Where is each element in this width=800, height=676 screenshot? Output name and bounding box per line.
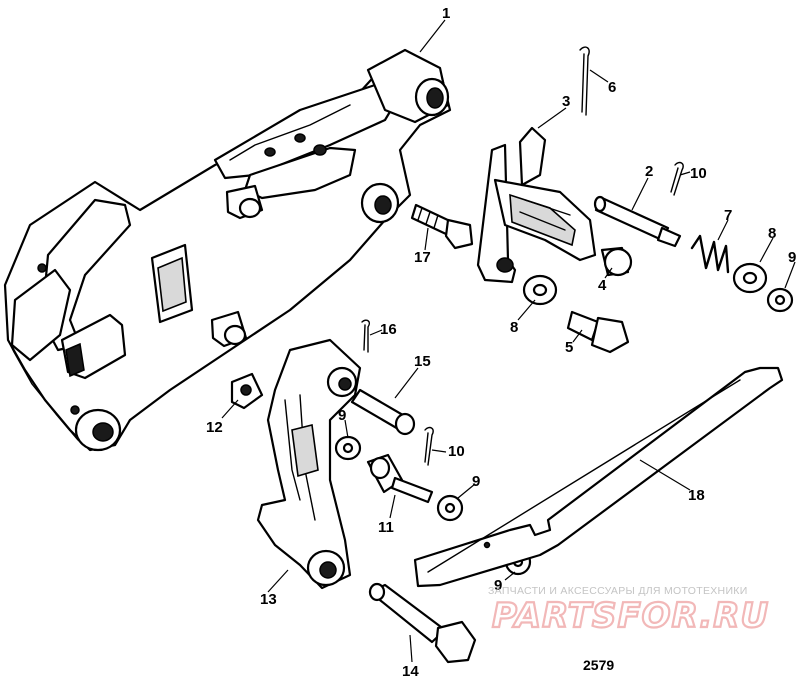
callout-15: 15 [414,353,431,370]
part-10-cotter-pin-upper [670,161,684,196]
part-8-washer-lower [522,274,558,306]
watermark-tagline: ЗАПЧАСТИ И АКСЕССУАРЫ ДЛЯ МОТОТЕХНИКИ [488,585,748,597]
part-2-pin [593,195,682,248]
part-4-bushing [600,246,633,277]
part-10-cotter-pin-lower [424,426,434,466]
watermark-brand: PARTSFOR.RU [492,596,769,636]
part-11-shoulder-bolt [366,453,434,504]
callout-2: 2 [645,163,653,180]
callout-6: 6 [608,79,616,96]
callout-9-bottom: 9 [494,577,502,594]
callout-7: 7 [724,207,732,224]
leader-lines [221,19,796,663]
callout-9-left: 9 [338,407,346,424]
callout-4: 4 [598,277,607,294]
callout-9-right: 9 [788,249,796,266]
part-3-lever-bracket [476,126,597,284]
callout-5: 5 [565,339,573,356]
part-16-cotter-pin [361,319,371,353]
callout-3: 3 [562,93,570,110]
part-9-washer-mid [436,494,464,522]
part-13-link-arm [256,338,362,590]
callout-11: 11 [378,519,394,536]
callout-12: 12 [206,419,223,436]
callout-8-lower: 8 [510,319,518,336]
callout-14: 14 [402,663,419,676]
part-17-bolt [410,203,474,250]
part-1-main-bracket [3,48,452,452]
watermark: ЗАПЧАСТИ И АКСЕССУАРЫ ДЛЯ МОТОТЕХНИКИ PA… [488,585,769,637]
callout-10-upper: 10 [690,165,707,182]
part-5-bolt [566,310,630,354]
callout-1: 1 [442,5,450,22]
figure-number: 2579 [583,657,614,673]
callout-13: 13 [260,591,277,608]
part-9-washer-left [334,435,362,461]
callout-9-mid: 9 [472,473,480,490]
part-8-washer-upper [732,262,768,294]
part-7-spring [690,234,730,274]
callout-labels: 1 2 3 4 5 6 7 8 8 9 9 9 9 10 10 11 12 13… [206,5,796,676]
part-14-flange-bolt [368,582,477,664]
part-15-clevis-pin [350,388,416,436]
callout-18: 18 [688,487,705,504]
callout-8-upper: 8 [768,225,776,242]
part-12-nut-plate [230,372,264,410]
callout-17: 17 [414,249,431,266]
part-18-shift-rod [413,366,784,588]
callout-10-lower: 10 [448,443,465,460]
part-6-cotter-pin [579,46,590,116]
part-9-washer-right [766,287,794,313]
callout-16: 16 [380,321,397,338]
